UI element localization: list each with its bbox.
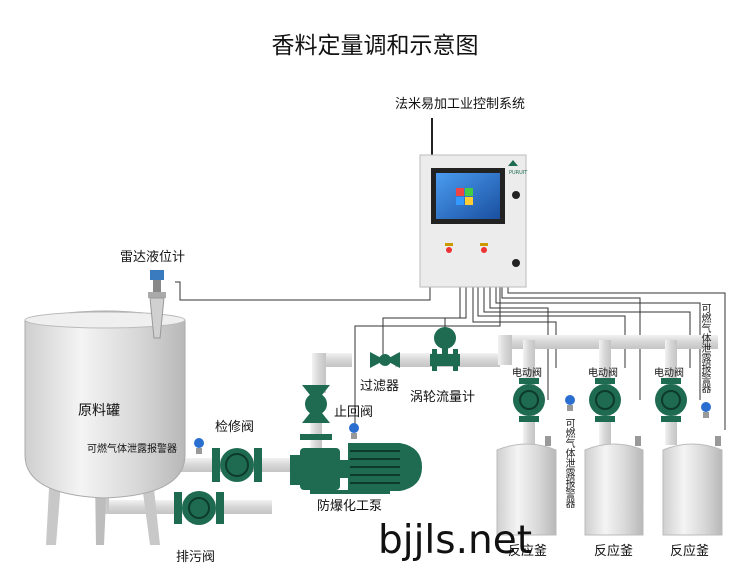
drain-valve-label: 排污阀 xyxy=(176,550,216,565)
panel-brand-label: PURUIT xyxy=(509,170,528,176)
check-valve xyxy=(300,385,332,440)
drain-valve xyxy=(174,491,224,525)
diagram-title: 香料定量调和示意图 xyxy=(271,33,479,59)
watermark-text: bjjls.net xyxy=(378,518,532,563)
electric-valve-2-label: 电动阀 xyxy=(588,368,618,379)
filter-valve xyxy=(370,352,400,368)
gas-alarm-sensors xyxy=(194,395,721,454)
repair-valve-label: 检修阀 xyxy=(215,420,255,435)
electric-valve-1 xyxy=(513,378,545,422)
gas-alarm-vertical-2: 可燃气体泄露报警器 xyxy=(699,303,710,393)
reactor-2-label: 反应釜 xyxy=(594,544,634,559)
raw-tank-label: 原料罐 xyxy=(78,403,120,419)
check-valve-label: 止回阀 xyxy=(334,405,374,420)
reactor-1-label: 反应釜 xyxy=(508,544,548,559)
radar-level-label: 雷达液位计 xyxy=(120,250,186,265)
pipes xyxy=(97,335,718,514)
electric-valve-3-label: 电动阀 xyxy=(654,368,684,379)
pump-label: 防爆化工泵 xyxy=(317,499,383,514)
electric-valve-1-label: 电动阀 xyxy=(512,368,542,379)
control-cabinet xyxy=(419,118,527,288)
gas-alarm-vertical-1: 可燃气体泄露报警器 xyxy=(563,418,574,508)
turbine-meter-label: 涡轮流量计 xyxy=(410,390,476,405)
filter-label: 过滤器 xyxy=(360,379,400,394)
electric-valve-2 xyxy=(589,378,621,422)
turbine-flow-meter xyxy=(430,327,460,371)
reactor-1 xyxy=(496,443,557,536)
reactor-3-label: 反应釜 xyxy=(670,544,710,559)
repair-valve xyxy=(212,448,262,482)
explosion-proof-pump xyxy=(290,443,422,494)
gas-alarm-tank-label: 可燃气体泄露报警器 xyxy=(87,444,177,455)
reactor-2 xyxy=(584,443,644,536)
raw-material-tank xyxy=(24,310,186,545)
radar-level-gauge xyxy=(148,270,166,339)
reactor-3 xyxy=(662,443,723,536)
control-system-label: 法米易加工业控制系统 xyxy=(395,97,526,112)
electric-valve-3 xyxy=(655,378,687,422)
